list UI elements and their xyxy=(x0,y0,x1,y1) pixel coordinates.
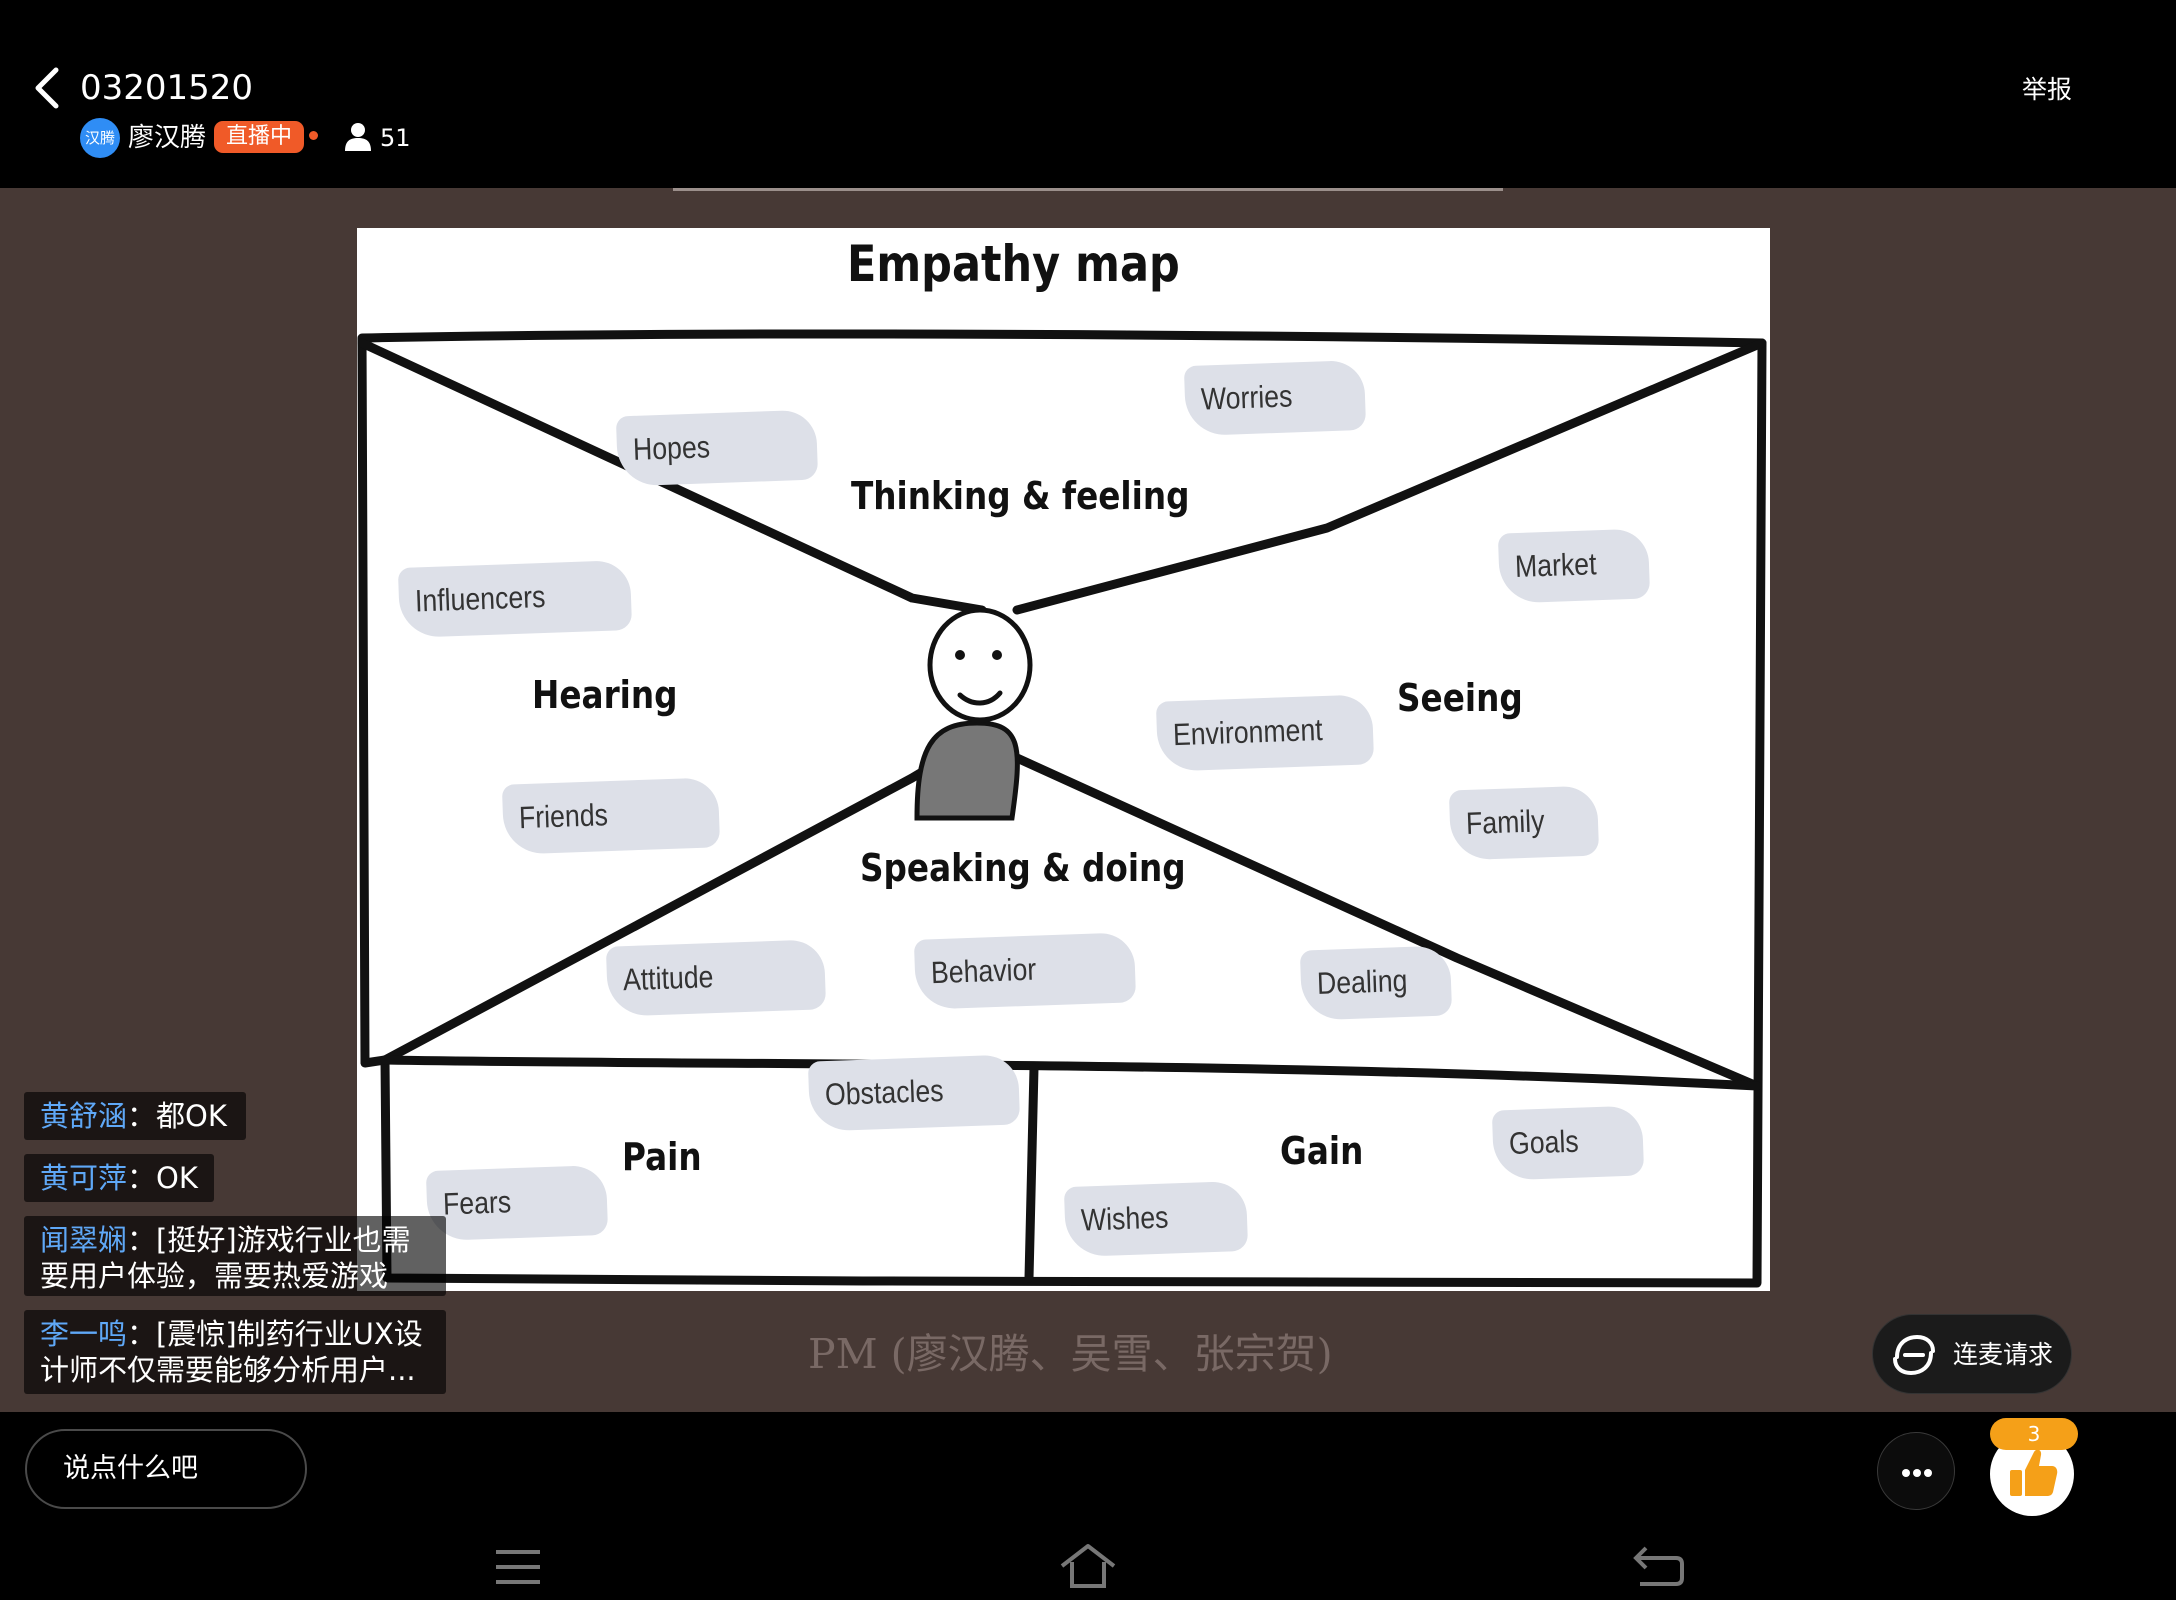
sticky-note: Obstacles xyxy=(807,1054,1021,1132)
diagonal-bottom-right xyxy=(1012,753,1762,1091)
sticky-note: Environment xyxy=(1155,694,1375,772)
section-seeing: Seeing xyxy=(1397,676,1523,720)
report-button[interactable]: 举报 xyxy=(2022,75,2073,104)
chevron-left-icon xyxy=(35,67,59,109)
section-thinking-feeling: Thinking & feeling xyxy=(851,474,1190,518)
host-avatar[interactable]: 汉腾 xyxy=(80,118,120,158)
sticky-note: Influencers xyxy=(397,559,633,639)
section-gain: Gain xyxy=(1280,1129,1364,1173)
sticky-note-label: Friends xyxy=(518,797,609,836)
sticky-note: Attitude xyxy=(605,939,827,1017)
menu-icon[interactable] xyxy=(488,1542,548,1592)
bottom-bar: 说点什么吧 3 xyxy=(0,1412,2176,1600)
sticky-note-label: Market xyxy=(1514,546,1598,585)
sticky-note-label: Family xyxy=(1465,803,1546,842)
comment-input[interactable]: 说点什么吧 xyxy=(25,1429,307,1509)
sticky-note: Hopes xyxy=(615,409,819,487)
sticky-note-label: Hopes xyxy=(632,429,711,467)
chat-separator: ： xyxy=(127,1223,157,1257)
sticky-note-label: Behavior xyxy=(930,951,1037,991)
chat-text: 都OK xyxy=(156,1099,227,1133)
empathy-map-drawing xyxy=(357,329,1767,1288)
sticky-note-label: Worries xyxy=(1200,378,1293,417)
back-nav-icon[interactable] xyxy=(1628,1542,1688,1592)
link-icon xyxy=(1893,1334,1935,1376)
chat-text-continued: 计师不仅需要能够分析用户... xyxy=(40,1353,416,1387)
person-icon xyxy=(345,123,371,151)
diagonal-top-right xyxy=(1012,338,1767,615)
sticky-note: Wishes xyxy=(1063,1180,1249,1258)
sticky-note-label: Fears xyxy=(442,1184,512,1222)
more-icon xyxy=(1902,1469,1910,1477)
stage-divider xyxy=(673,188,1503,191)
home-icon[interactable] xyxy=(1058,1542,1118,1592)
sticky-note: Fears xyxy=(425,1164,609,1242)
chat-text: OK xyxy=(156,1161,198,1195)
slide-caption: PM (廖汉腾、吴雪、张宗贺) xyxy=(808,1330,1333,1378)
live-status-badge: 直播中 xyxy=(214,121,305,153)
room-title: 03201520 xyxy=(80,68,254,108)
section-hearing: Hearing xyxy=(532,673,678,717)
sticky-note-label: Environment xyxy=(1172,711,1324,753)
chat-message: 黄可萍：OK xyxy=(24,1154,214,1202)
chat-text: [震惊]制药行业UX设 xyxy=(156,1317,423,1351)
like-count-badge: 3 xyxy=(1990,1418,2078,1450)
live-dot xyxy=(309,131,318,140)
thumbs-up-icon xyxy=(2010,1449,2058,1496)
slide-title: Empathy map xyxy=(847,235,1180,293)
connect-request-button[interactable]: 连麦请求 xyxy=(1872,1314,2072,1394)
sticky-note: Market xyxy=(1497,528,1651,604)
top-bar: 03201520 汉腾 廖汉腾 直播中 51 举报 xyxy=(0,0,2176,188)
live-stage: Empathy map Thinking & feeling Hearing S… xyxy=(0,188,2176,1412)
section-pain: Pain xyxy=(622,1135,702,1179)
chat-text: [挺好]游戏行业也需 xyxy=(156,1223,411,1257)
chat-message: 李一鸣：[震惊]制药行业UX设 计师不仅需要能够分析用户... xyxy=(24,1310,446,1394)
sticky-note: Worries xyxy=(1183,359,1367,437)
sticky-note-label: Wishes xyxy=(1080,1199,1169,1238)
map-outline xyxy=(357,329,1767,1288)
viewer-count: 51 xyxy=(380,124,411,152)
chat-username[interactable]: 李一鸣 xyxy=(40,1317,128,1351)
host-name[interactable]: 廖汉腾 xyxy=(128,123,207,153)
chat-username[interactable]: 黄舒涵 xyxy=(40,1099,128,1133)
chat-message: 闻翠娴：[挺好]游戏行业也需 要用户体验，需要热爱游戏 xyxy=(24,1216,446,1296)
back-button[interactable] xyxy=(28,62,68,114)
sticky-note-label: Obstacles xyxy=(824,1072,945,1113)
vertical-divider xyxy=(1024,1063,1039,1283)
section-speaking-doing: Speaking & doing xyxy=(860,846,1186,890)
sticky-note: Dealing xyxy=(1299,945,1453,1021)
sticky-note-label: Attitude xyxy=(622,959,714,998)
chat-text-continued: 要用户体验，需要热爱游戏 xyxy=(40,1259,389,1293)
chat-username[interactable]: 闻翠娴 xyxy=(40,1223,128,1257)
sticky-note: Behavior xyxy=(913,932,1137,1010)
chat-separator: ： xyxy=(127,1317,157,1351)
more-button[interactable] xyxy=(1877,1432,1955,1510)
sticky-note-label: Dealing xyxy=(1316,962,1408,1002)
chat-username[interactable]: 黄可萍 xyxy=(40,1161,128,1195)
sticky-note-label: Goals xyxy=(1508,1123,1580,1162)
horizontal-divider xyxy=(380,1055,1762,1091)
chat-separator: ： xyxy=(127,1099,157,1133)
sticky-note: Friends xyxy=(501,777,721,855)
sticky-note: Goals xyxy=(1491,1105,1645,1181)
chat-message: 黄舒涵：都OK xyxy=(24,1092,246,1140)
chat-separator: ： xyxy=(127,1161,157,1195)
person-figure xyxy=(914,607,1033,821)
connect-request-label: 连麦请求 xyxy=(1953,1340,2054,1369)
diagonal-top-left xyxy=(357,338,987,615)
sticky-note: Family xyxy=(1448,785,1600,861)
sticky-note-label: Influencers xyxy=(414,578,546,619)
presentation-slide: Empathy map Thinking & feeling Hearing S… xyxy=(357,228,1770,1291)
